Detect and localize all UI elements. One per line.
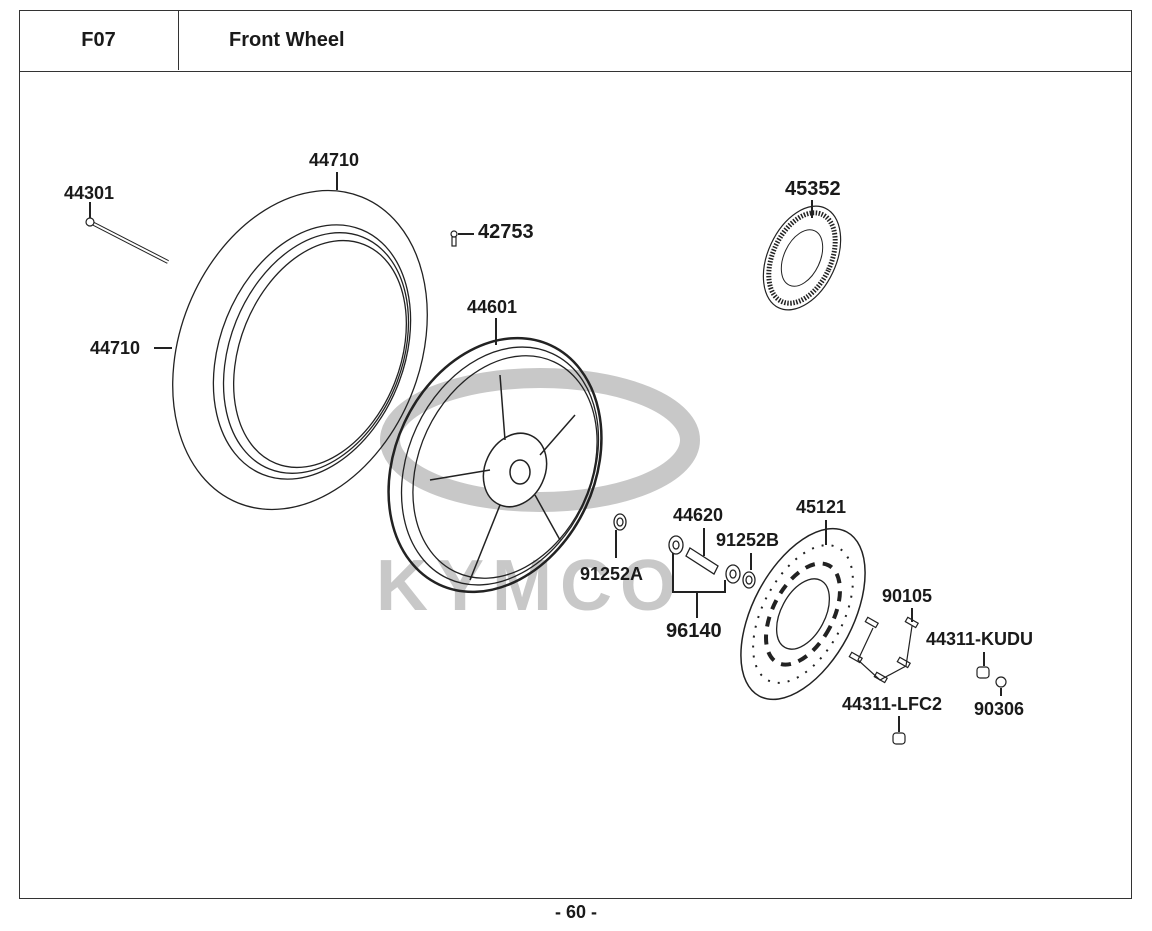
diagram-frame [19, 10, 1132, 899]
part-label-42753[interactable]: 42753 [478, 221, 534, 243]
part-label-44710-top[interactable]: 44710 [309, 150, 360, 170]
part-label-91252a[interactable]: 91252A [580, 564, 644, 584]
rim-drawing [387, 336, 603, 594]
tire-drawing [172, 189, 428, 511]
valve-drawing [450, 230, 458, 247]
part-label-91252b[interactable]: 91252B [716, 530, 780, 550]
axle-bolt-drawing [85, 217, 169, 264]
brake-disc-drawing [740, 527, 866, 701]
abs-ring-drawing [762, 205, 842, 311]
part-label-44710-side[interactable]: 44710 [90, 338, 141, 358]
part-label-44311-kudu[interactable]: 44311-KUDU [926, 629, 1034, 649]
part-label-90105[interactable]: 90105 [882, 586, 933, 606]
part-label-45121[interactable]: 45121 [796, 497, 847, 517]
watermark-oval [380, 368, 700, 512]
section-title: Front Wheel [229, 28, 345, 51]
part-label-45352[interactable]: 45352 [785, 178, 841, 200]
small-parts-drawing [613, 513, 756, 589]
part-label-44601[interactable]: 44601 [467, 297, 518, 317]
fasteners-drawing [848, 616, 1007, 745]
kymco-watermark: KYMCO [376, 368, 700, 626]
part-label-96140[interactable]: 96140 [666, 620, 722, 642]
part-label-44311-lfc2[interactable]: 44311-LFC2 [842, 694, 943, 714]
part-label-44301[interactable]: 44301 [64, 183, 115, 203]
leader-lines [89, 172, 1002, 732]
part-label-90306[interactable]: 90306 [974, 699, 1025, 719]
page-header: F07 Front Wheel [19, 10, 1132, 72]
section-code: F07 [19, 10, 179, 70]
page-number: - 60 - [554, 902, 597, 922]
watermark-text: KYMCO [376, 546, 684, 626]
part-label-44620[interactable]: 44620 [673, 505, 724, 525]
